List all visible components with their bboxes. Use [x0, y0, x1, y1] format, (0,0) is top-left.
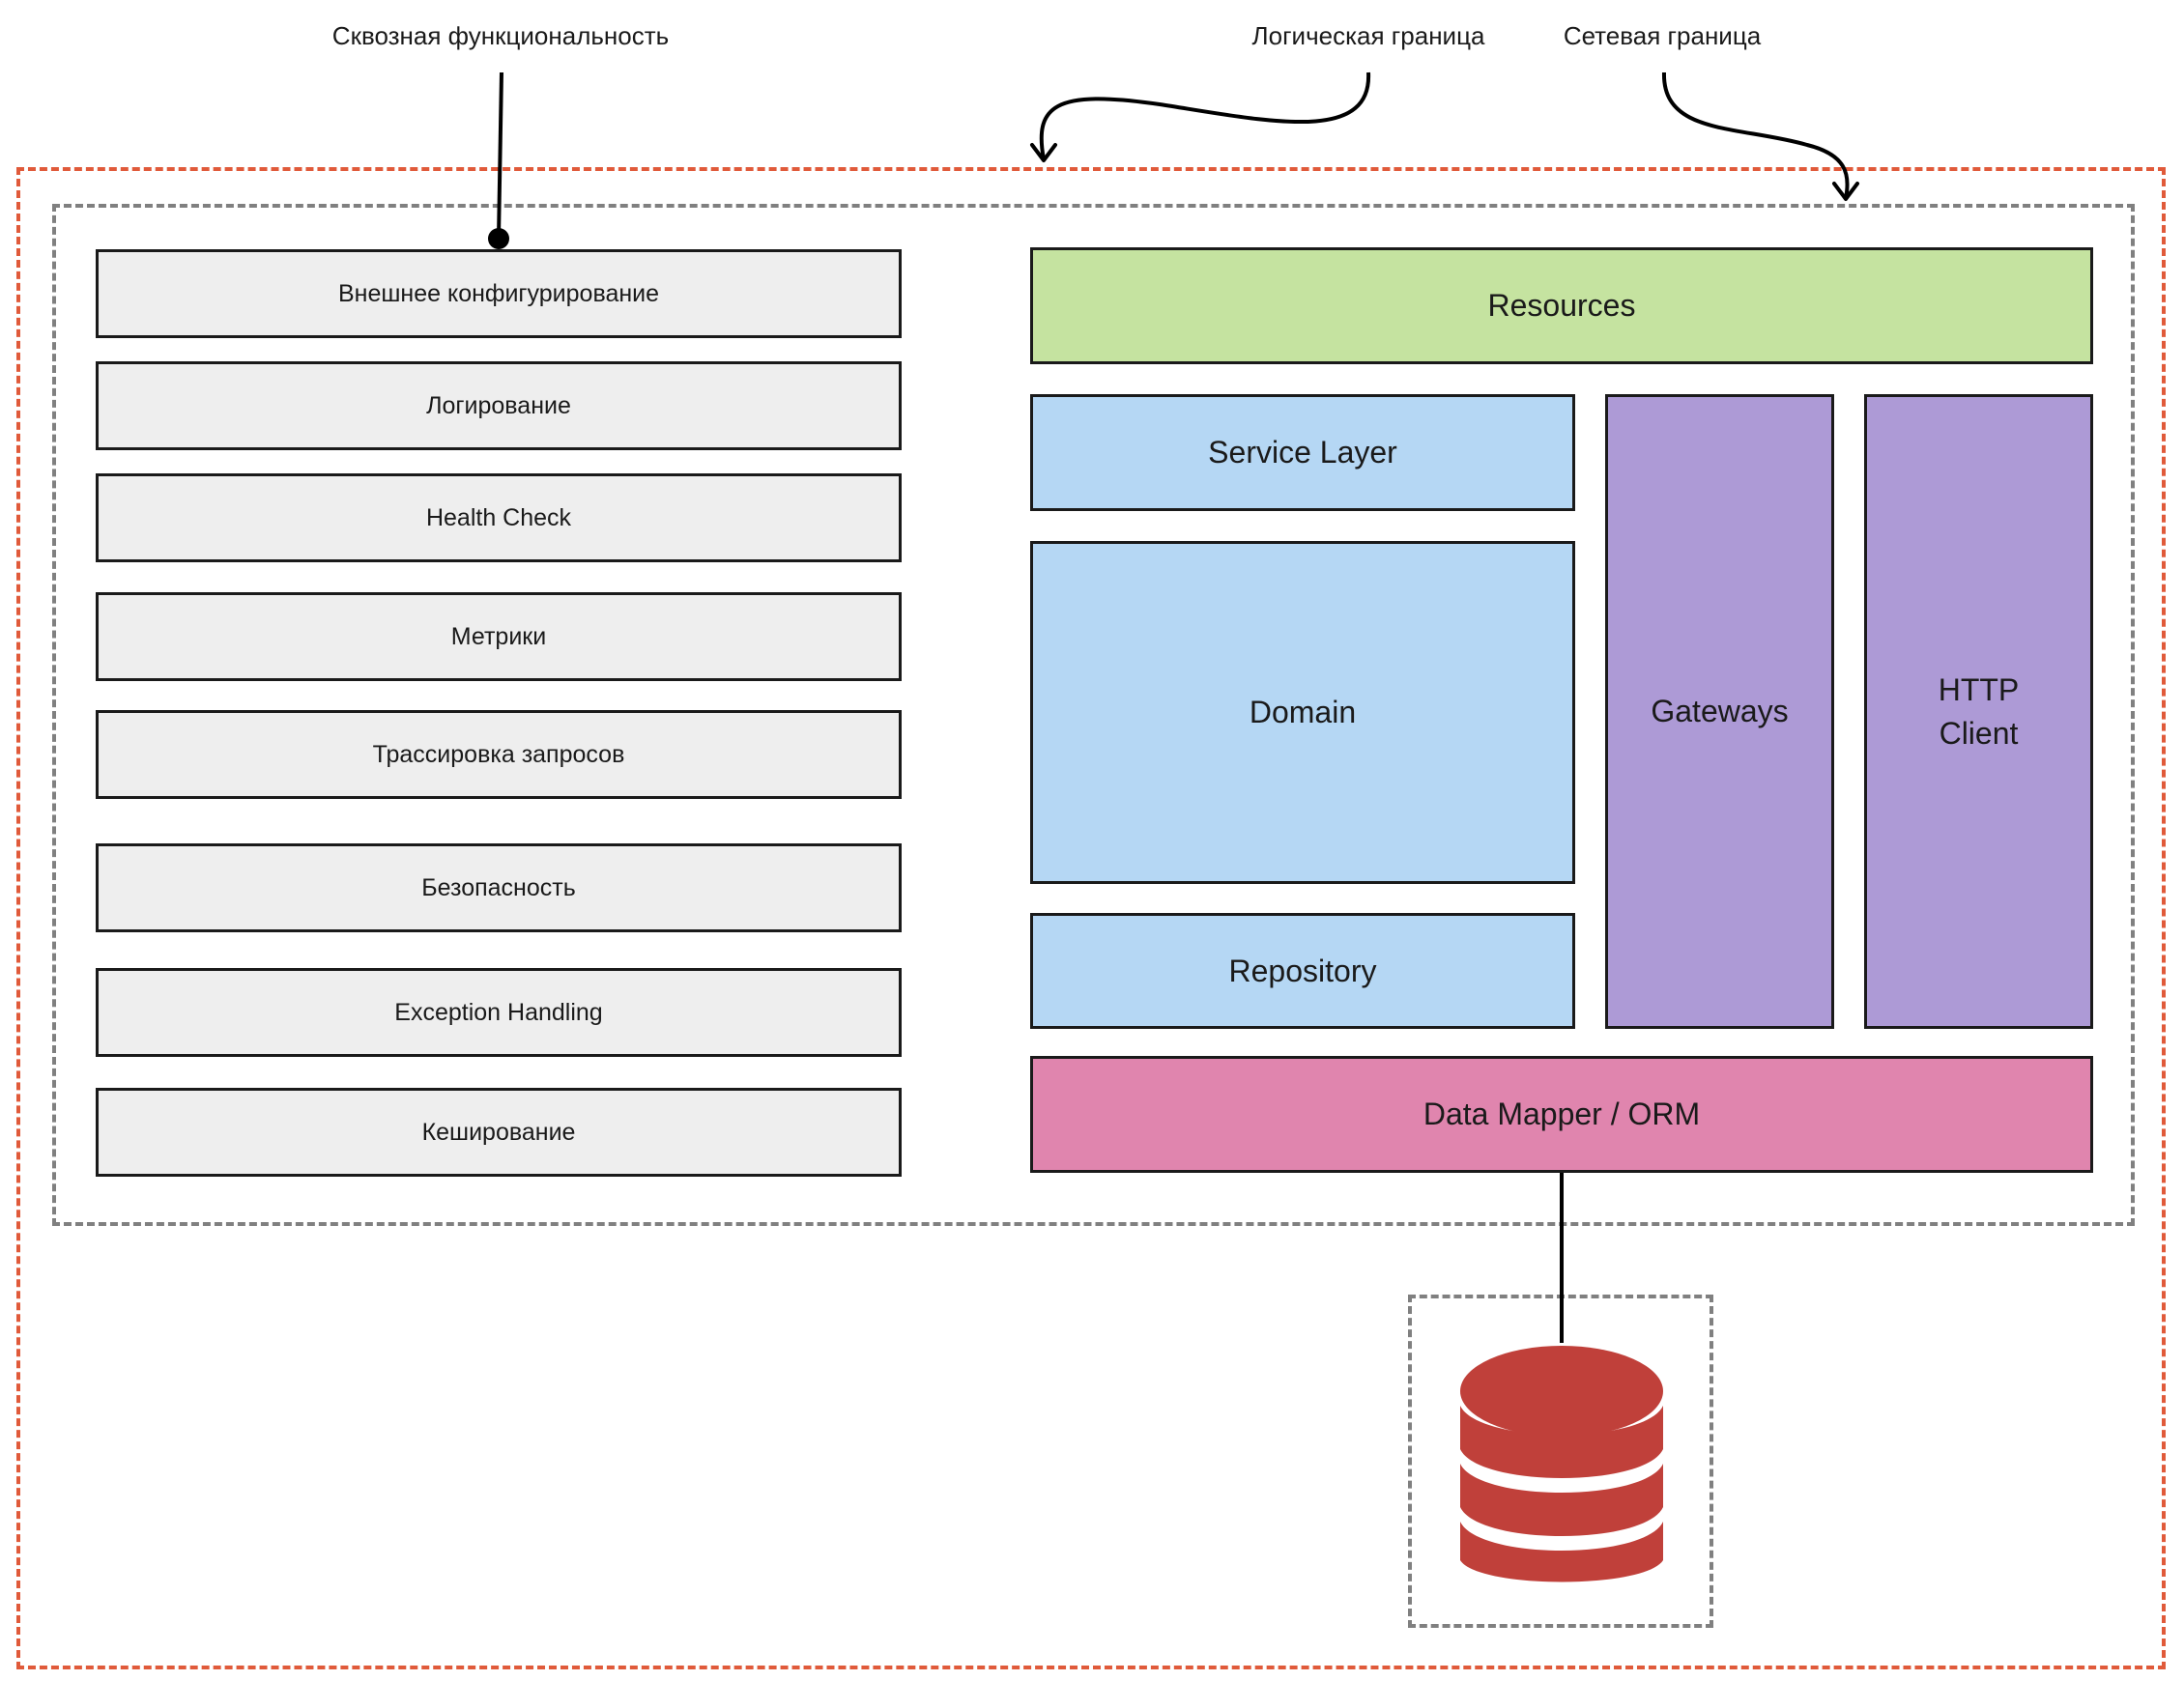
repository-label: Repository [1228, 953, 1377, 988]
cross-cutting-item: Внешнее конфигурирование [96, 249, 902, 338]
data-mapper-label: Data Mapper / ORM [1422, 1097, 1701, 1132]
cross-cutting-item-label: Безопасность [421, 873, 576, 901]
cross-cutting-item: Трассировка запросов [96, 710, 902, 799]
cross-cutting-connector-dot [488, 228, 509, 249]
network-boundary [16, 167, 2166, 1669]
cross-cutting-item-label: Логирование [426, 391, 571, 419]
cross-cutting-item: Метрики [96, 592, 902, 681]
network-boundary-arrow [1661, 71, 1850, 199]
data-mapper-layer: Data Mapper / ORM [1030, 1056, 2093, 1173]
domain-layer: Domain [1030, 541, 1575, 884]
http-client-label-line1: HTTP [1938, 671, 2020, 707]
http-client-layer: HTTP Client [1864, 394, 2093, 1029]
cross-cutting-item: Кеширование [96, 1088, 902, 1177]
http-client-label: HTTP Client [1939, 669, 2020, 755]
http-client-label-line2: Client [1939, 715, 2019, 751]
service-layer: Service Layer [1030, 394, 1575, 511]
cross-cutting-item: Health Check [96, 473, 902, 562]
repository-layer: Repository [1030, 913, 1575, 1029]
cross-cutting-item-label: Health Check [425, 503, 572, 531]
cross-cutting-item-label: Внешнее конфигурирование [337, 279, 660, 307]
network-boundary-arrowhead [1832, 182, 1859, 201]
cross-cutting-item-label: Трассировка запросов [372, 740, 625, 768]
annotation-network-boundary: Сетевая граница [1563, 21, 1762, 50]
logical-boundary-arrow [1039, 71, 1371, 160]
annotation-cross-cutting: Сквозная функциональность [331, 21, 670, 50]
cross-cutting-connector [497, 71, 503, 239]
logical-boundary [52, 204, 2135, 1226]
resources-label: Resources [1487, 288, 1636, 324]
cross-cutting-item: Логирование [96, 361, 902, 450]
cross-cutting-item-label: Exception Handling [394, 998, 603, 1026]
gateways-label: Gateways [1651, 694, 1789, 729]
cross-cutting-item: Безопасность [96, 843, 902, 932]
domain-label: Domain [1249, 695, 1357, 730]
gateways-layer: Gateways [1605, 394, 1834, 1029]
logical-boundary-arrowhead [1030, 143, 1057, 162]
cross-cutting-item-label: Кеширование [421, 1118, 576, 1146]
service-layer-label: Service Layer [1208, 435, 1397, 470]
resources-layer: Resources [1030, 247, 2093, 364]
database-icon [1460, 1346, 1663, 1582]
cross-cutting-item-label: Метрики [450, 622, 547, 650]
cross-cutting-item: Exception Handling [96, 968, 902, 1057]
annotation-logical-boundary: Логическая граница [1251, 21, 1485, 50]
